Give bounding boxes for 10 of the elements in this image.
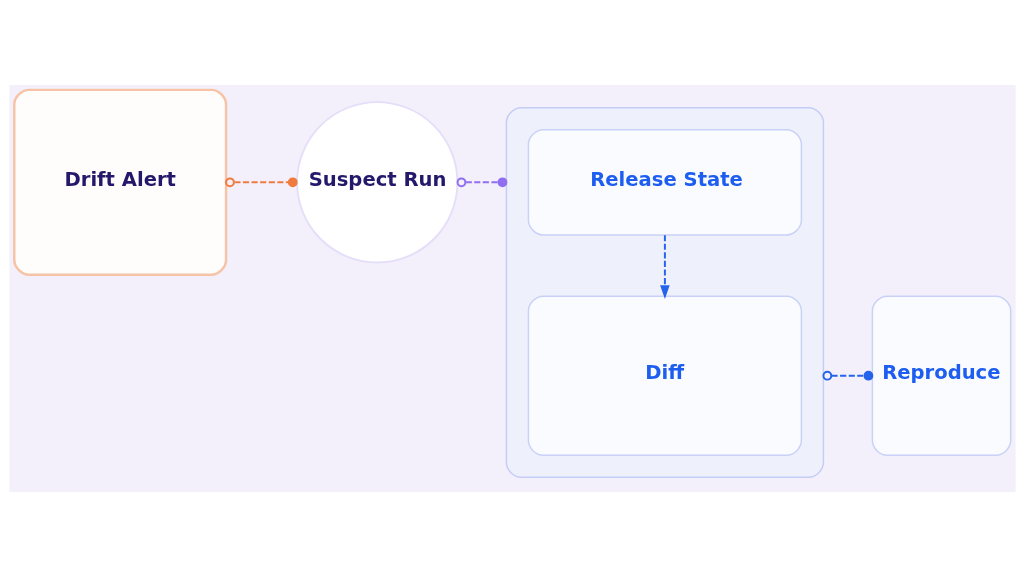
connector (224, 176, 298, 187)
node-box: Release State (527, 128, 802, 236)
connector (821, 370, 873, 381)
node-circle: Suspect Run (295, 100, 458, 263)
connector (456, 176, 507, 187)
node-box: Reproduce (871, 294, 1011, 456)
node-box: Drift Alert (12, 88, 227, 276)
node-box: Diff (527, 294, 802, 456)
arrow (659, 233, 670, 299)
cluster (505, 106, 824, 478)
